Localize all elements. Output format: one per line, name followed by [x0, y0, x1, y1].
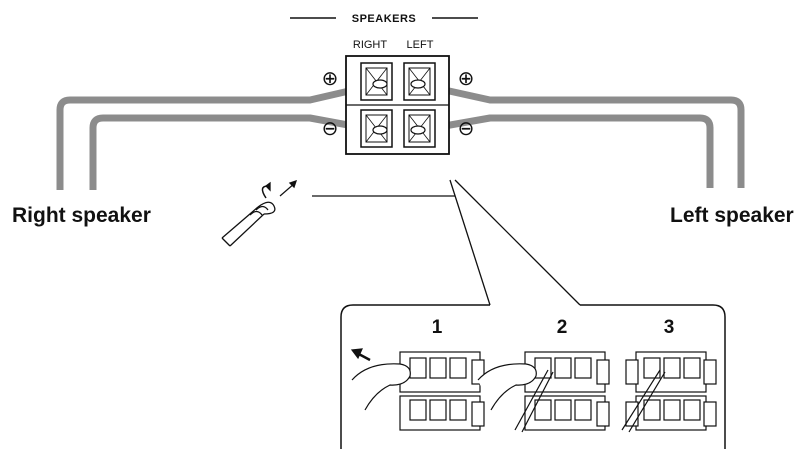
- polarity-symbols: ⊕ ⊖ ⊕ ⊖: [322, 68, 475, 140]
- plus-symbol-left: ⊕: [458, 68, 475, 90]
- wire-left-minus: [421, 114, 714, 188]
- minus-symbol-right: ⊖: [322, 118, 339, 140]
- wire-right-plus: [56, 81, 376, 190]
- step-1-label: 1: [432, 317, 443, 338]
- callout-lines: [312, 179, 581, 306]
- step-3-label: 3: [664, 317, 675, 338]
- plus-symbol-right: ⊕: [322, 68, 339, 90]
- minus-symbol-left: ⊖: [458, 118, 475, 140]
- step-3-illustration: [621, 351, 717, 433]
- terminal-left-plus[interactable]: [403, 62, 436, 101]
- detail-box: 1 2 3: [340, 304, 726, 449]
- step-2-label: 2: [557, 317, 568, 338]
- left-speaker-label: Left speaker: [670, 204, 794, 227]
- speakers-title: SPEAKERS: [352, 13, 417, 25]
- right-terminal-label: RIGHT: [353, 39, 388, 51]
- wire-left-plus: [421, 81, 745, 188]
- wire-right-minus: [89, 114, 376, 190]
- left-terminal-label: LEFT: [407, 39, 434, 51]
- speaker-terminal-block: [345, 55, 450, 155]
- step-1-illustration: [350, 348, 485, 431]
- twisted-wire-icon: [221, 179, 298, 247]
- speaker-wires: [56, 81, 745, 190]
- speakers-header: SPEAKERS RIGHT LEFT: [290, 13, 478, 51]
- step-2-illustration: [477, 351, 610, 433]
- right-speaker-label: Right speaker: [12, 204, 151, 227]
